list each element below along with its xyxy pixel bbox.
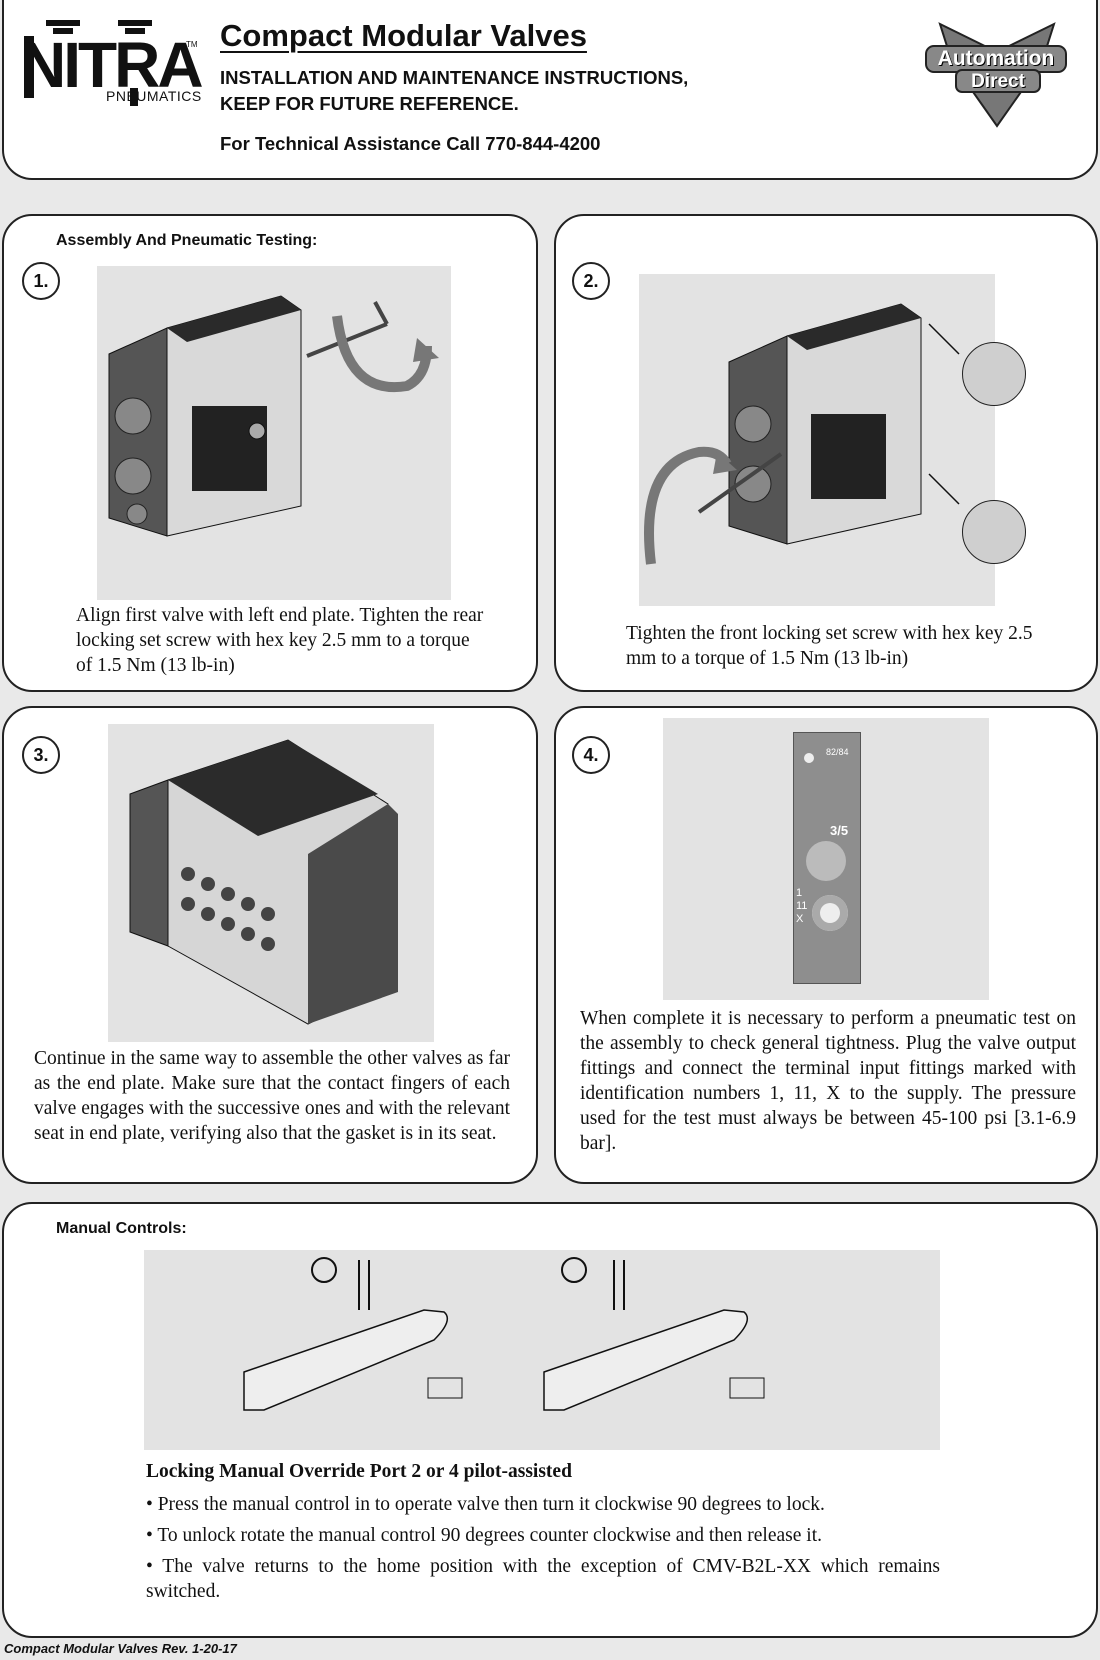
plate-label-mid: 3/5 xyxy=(830,823,849,838)
tech-assist-line: For Technical Assistance Call 770-844-42… xyxy=(220,133,601,154)
logo-wordmark: NITRA xyxy=(20,29,204,101)
step-3-panel: 3. Continue in the same way to assemble … xyxy=(2,706,538,1184)
step-3-text: Continue in the same way to assemble the… xyxy=(34,1048,510,1144)
manual-override-diagrams xyxy=(243,1257,765,1411)
manual-bullet-1: • Press the manual control in to operate… xyxy=(146,1494,825,1515)
step-4-illustration: 82/84 3/5 1 11 X xyxy=(663,718,989,1000)
valve-front-screw-illustration xyxy=(644,303,960,565)
manual-override-illustration xyxy=(144,1250,940,1450)
badge-shape xyxy=(925,22,1067,128)
port-top-small xyxy=(804,753,814,763)
step-4-panel: 4. 82/84 3/5 1 11 X When complete it is … xyxy=(554,706,1098,1184)
logo-subtitle: PNEUMATICS xyxy=(106,88,202,104)
port-1-11-x xyxy=(812,895,848,931)
doc-subtitle-line2: KEEP FOR FUTURE REFERENCE. xyxy=(220,93,519,114)
step-1-number: 1. xyxy=(22,262,60,300)
step-1-panel: Assembly And Pneumatic Testing: 1. Align… xyxy=(2,214,538,692)
automationdirect-logo: Automation Direct xyxy=(922,22,1072,132)
detail-magnifier-top xyxy=(962,342,1026,406)
step-1-text: Align first valve with left end plate. T… xyxy=(76,605,484,676)
manual-override-heading: Locking Manual Override Port 2 or 4 pilo… xyxy=(146,1461,572,1482)
valve-manifold-illustration xyxy=(129,739,398,1025)
step-2-panel: 2. Tighten the front locking set screw w… xyxy=(554,214,1098,692)
nitra-logo: NITRA TM PNEUMATICS xyxy=(18,18,218,108)
step-2-text: Tighten the front locking set screw with… xyxy=(626,623,1033,669)
doc-subtitle-line1: INSTALLATION AND MAINTENANCE INSTRUCTION… xyxy=(220,67,689,88)
step-4-text: When complete it is necessary to perform… xyxy=(580,1008,1076,1154)
logo-tm: TM xyxy=(186,40,198,49)
detail-magnifier-bottom xyxy=(962,500,1026,564)
plate-label-bottom: 1 11 X xyxy=(796,887,808,925)
manual-controls-panel: Manual Controls: Locking Manual Override… xyxy=(2,1202,1098,1638)
manual-bullet-2: • To unlock rotate the manual control 90… xyxy=(146,1525,822,1546)
manual-section-title: Manual Controls: xyxy=(56,1220,187,1237)
step-2-number: 2. xyxy=(572,262,610,300)
badge-text-automation: Automation xyxy=(937,47,1055,70)
manual-bullet-3: • The valve returns to the home position… xyxy=(146,1556,940,1602)
plate-label-top: 82/84 xyxy=(826,747,849,757)
step-4-number: 4. xyxy=(572,736,610,774)
nitra-logo-graphic xyxy=(24,20,152,106)
doc-title: Compact Modular Valves xyxy=(220,18,587,53)
footer-revision: Compact Modular Valves Rev. 1-20-17 xyxy=(4,1641,237,1656)
badge-text-direct: Direct xyxy=(971,71,1025,92)
step-2-illustration xyxy=(639,274,995,606)
header-panel: NITRA TM PNEUMATICS Compact Modular Valv… xyxy=(2,0,1098,180)
step-1-illustration xyxy=(97,266,451,600)
step-3-number: 3. xyxy=(22,736,60,774)
assembly-section-title: Assembly And Pneumatic Testing: xyxy=(56,232,318,249)
port-3-5 xyxy=(806,841,846,881)
valve-rear-screw-illustration xyxy=(108,295,439,537)
step-3-illustration xyxy=(108,724,434,1042)
end-plate: 82/84 3/5 1 11 X xyxy=(793,732,861,984)
